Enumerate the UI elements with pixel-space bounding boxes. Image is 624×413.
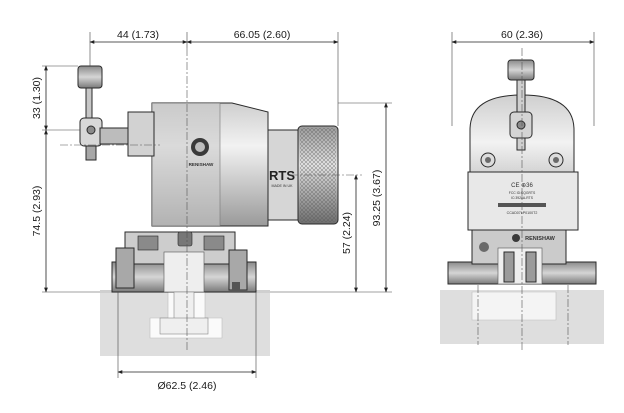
end-ce-mark: CE ⊕36 — [511, 183, 533, 189]
side-logo-text: RENISHAW — [189, 162, 214, 167]
dim-probe-offset-left: 44 (1.73) — [117, 29, 159, 41]
side-brand-label: RTS — [269, 168, 295, 183]
dim-height-to-base: 74.5 (2.93) — [31, 186, 43, 237]
dim-end-width: 60 (2.36) — [501, 29, 543, 41]
dim-base-diameter: Ø62.5 (2.46) — [158, 380, 217, 392]
dim-centre-height: 57 (2.24) — [341, 212, 353, 254]
end-view: CE ⊕36 FCC ID:KQGRTS IC:3928A-RTS CCAD07… — [440, 48, 604, 350]
dim-stylus-height: 33 (1.30) — [31, 77, 43, 119]
end-line-2: IC:3928A-RTS — [511, 196, 534, 200]
base-clamp-side — [111, 231, 257, 335]
stylus-assembly-side — [77, 65, 155, 161]
end-logo-text: RENISHAW — [525, 236, 555, 242]
end-line-1: FCC ID:KQGRTS — [509, 191, 536, 195]
probe-body-side: RENISHAW RTS MADE IN UK — [151, 102, 339, 227]
side-view: RENISHAW RTS MADE IN UK — [60, 48, 362, 356]
dimension-lines: 44 (1.73) 66.05 (2.60) 60 (2.36) Ø62.5 (… — [31, 29, 595, 392]
side-small-text: MADE IN UK — [272, 184, 294, 188]
dim-overall-height: 93.25 (3.67) — [371, 170, 383, 227]
dim-body-length: 66.05 (2.60) — [234, 29, 291, 41]
